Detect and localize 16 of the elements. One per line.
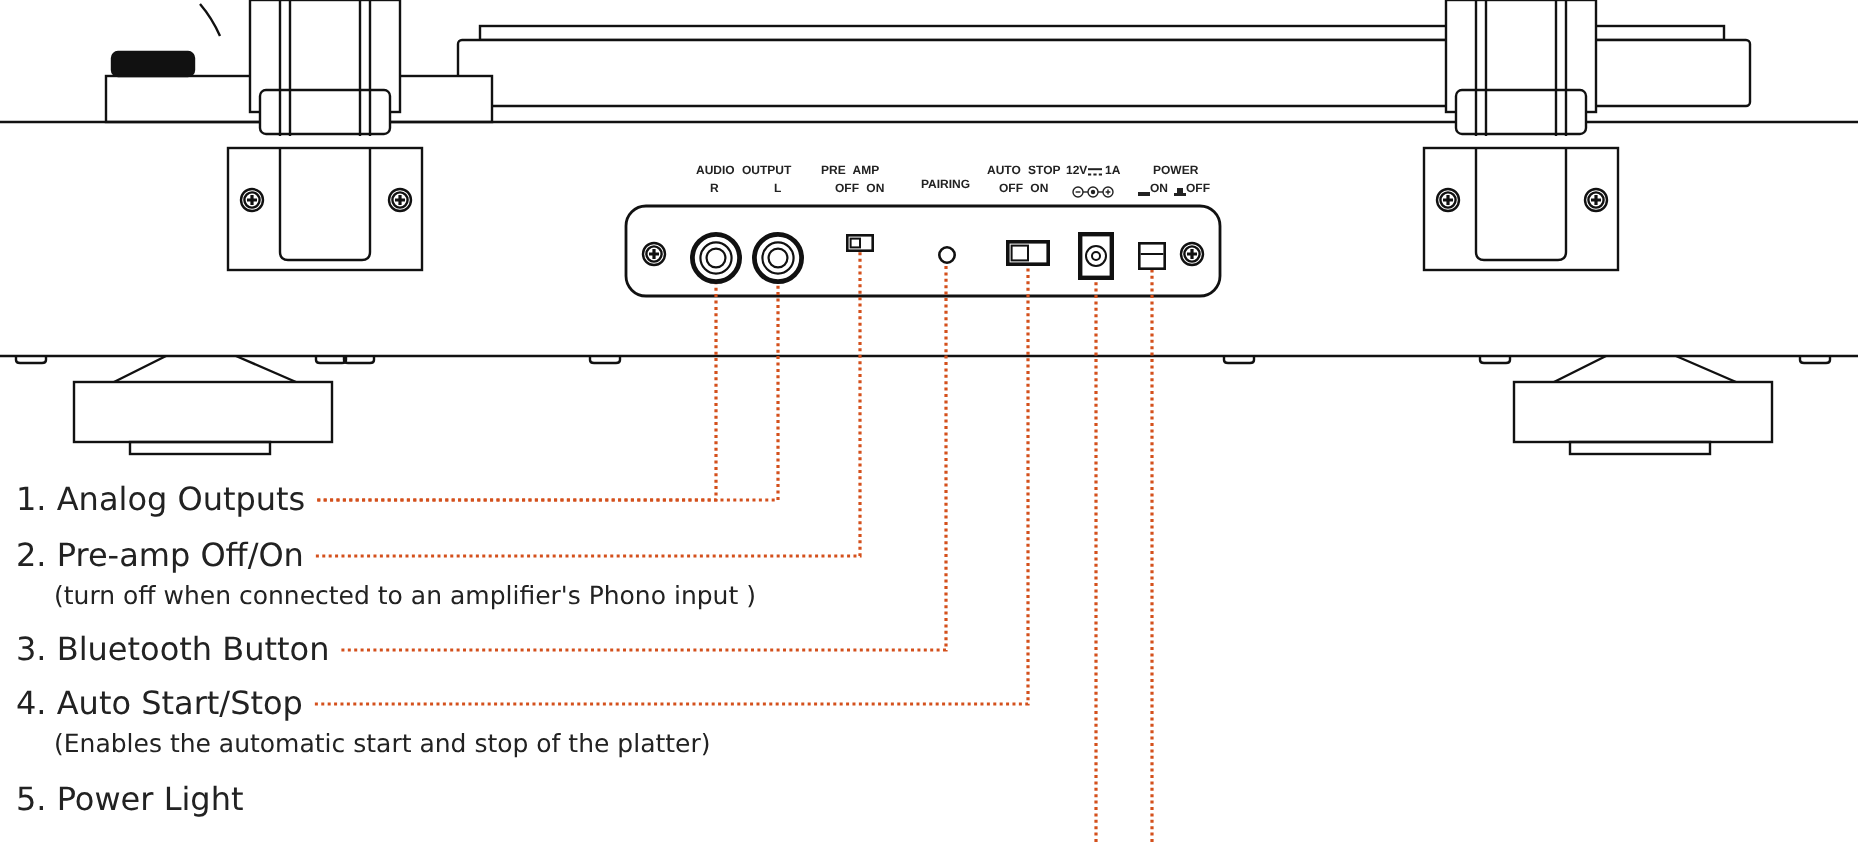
callout-label: 1. Analog Outputs [16,480,318,520]
callout-label: 5. Power Light [16,780,256,820]
callout-label: 3. Bluetooth Button [16,630,342,670]
leader-line [1094,280,1098,842]
slide-switch [846,234,874,252]
callout-label: 2. Pre-amp Off/On [16,536,316,576]
leader-line [314,266,1030,706]
note-text: (turn off when connected to an amplifier's Phono input ) [54,580,756,612]
power-switch [1138,242,1166,270]
leader-line [315,252,862,558]
leader-line [341,263,948,652]
dc-power-jack [1078,232,1114,280]
note-text: (Enables the automatic start and stop of the platter) [54,728,711,760]
callout-label: 4. Auto Start/Stop [16,684,315,724]
slide-switch [1006,240,1050,266]
leader-line [1150,270,1154,842]
